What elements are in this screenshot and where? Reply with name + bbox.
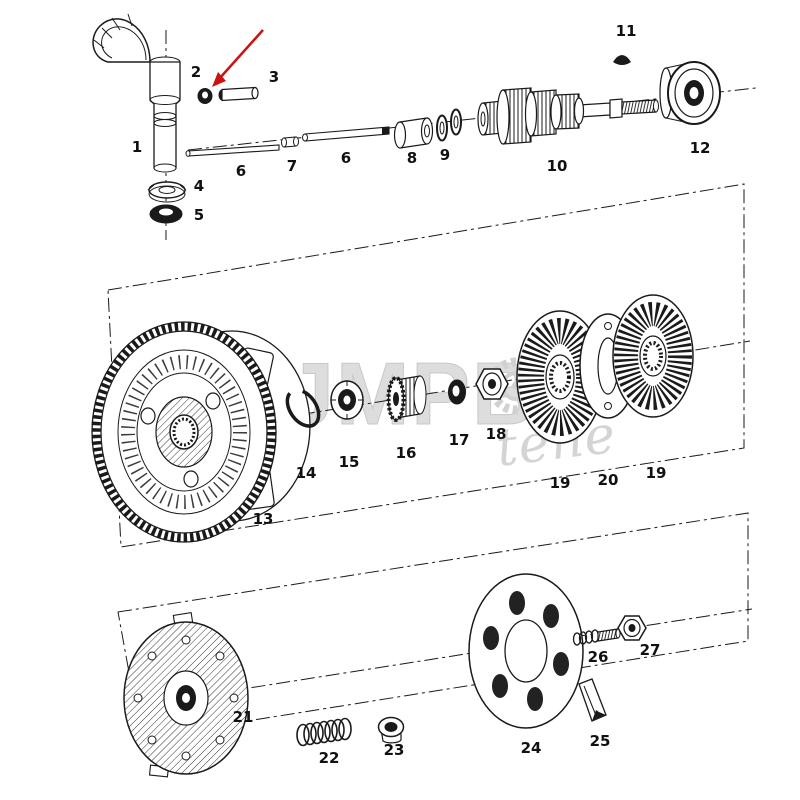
part-label-26: 26 bbox=[588, 648, 609, 666]
part-label-13: 13 bbox=[253, 510, 274, 528]
part-label-12: 12 bbox=[690, 139, 711, 157]
part-17-washer bbox=[448, 379, 466, 405]
part-6b-pushrod bbox=[302, 126, 390, 142]
part-label-6a: 6 bbox=[236, 162, 246, 180]
part-label-5: 5 bbox=[194, 206, 204, 224]
part-9-shim-rings bbox=[436, 108, 462, 142]
part-label-9: 9 bbox=[440, 146, 450, 164]
part-label-17: 17 bbox=[449, 431, 470, 449]
part-label-14: 14 bbox=[296, 464, 317, 482]
part-26-spring-stud bbox=[572, 628, 621, 646]
part-15-round-nut bbox=[330, 380, 364, 420]
part-13-clutch-drum-gear bbox=[91, 321, 311, 543]
part-label-24: 24 bbox=[521, 739, 542, 757]
part-label-7: 7 bbox=[287, 157, 297, 175]
part-label-23: 23 bbox=[384, 741, 405, 759]
part-24-pressure-plate bbox=[468, 573, 584, 729]
part-label-6b: 6 bbox=[341, 149, 351, 167]
part-2-circlip-ring bbox=[197, 88, 213, 104]
part-label-15: 15 bbox=[339, 453, 360, 471]
part-label-18: 18 bbox=[486, 425, 507, 443]
part-label-11: 11 bbox=[616, 22, 637, 40]
part-18-hex-nut bbox=[475, 368, 509, 400]
part-5-seal-ring bbox=[149, 204, 183, 224]
part-label-8: 8 bbox=[407, 149, 417, 167]
part-25-wedge-pin bbox=[578, 678, 607, 722]
part-3-pin bbox=[218, 86, 259, 102]
part-label-20: 20 bbox=[598, 471, 619, 489]
part-10-gear-cluster bbox=[477, 87, 659, 145]
part-label-1: 1 bbox=[132, 138, 142, 156]
part-23-bushing-cap bbox=[377, 716, 405, 744]
part-12-bearing-nut bbox=[659, 61, 721, 125]
part-22-spring bbox=[296, 717, 352, 747]
bottom-section-border bbox=[117, 512, 749, 739]
part-16-small-gear bbox=[386, 375, 427, 422]
part-label-19a: 19 bbox=[550, 474, 571, 492]
part-labels: 1 2 3 4 5 6 7 6 8 9 10 11 12 13 14 15 16… bbox=[132, 22, 711, 767]
part-label-2: 2 bbox=[191, 63, 201, 81]
part-label-21: 21 bbox=[233, 708, 254, 726]
part-label-4: 4 bbox=[194, 177, 204, 195]
part-8-bushing bbox=[393, 117, 434, 149]
part-label-10: 10 bbox=[547, 157, 568, 175]
part-27-hex-nut bbox=[617, 615, 647, 641]
callout-arrow bbox=[212, 29, 264, 87]
part-label-16: 16 bbox=[396, 444, 417, 462]
part-19b-friction-plate bbox=[612, 294, 694, 418]
part-6a-pushrod bbox=[185, 144, 280, 157]
part-label-3: 3 bbox=[269, 68, 279, 86]
part-4-washer bbox=[147, 181, 187, 203]
part-11-cap bbox=[613, 55, 631, 65]
part-label-19b: 19 bbox=[646, 464, 667, 482]
part-1-kickstart-shaft bbox=[92, 13, 181, 173]
part-label-22: 22 bbox=[319, 749, 340, 767]
part-21-clutch-cover bbox=[123, 612, 249, 778]
part-label-27: 27 bbox=[640, 641, 661, 659]
part-label-25: 25 bbox=[590, 732, 611, 750]
part-7-spacer bbox=[281, 136, 299, 148]
part-14-circlip bbox=[285, 388, 321, 428]
